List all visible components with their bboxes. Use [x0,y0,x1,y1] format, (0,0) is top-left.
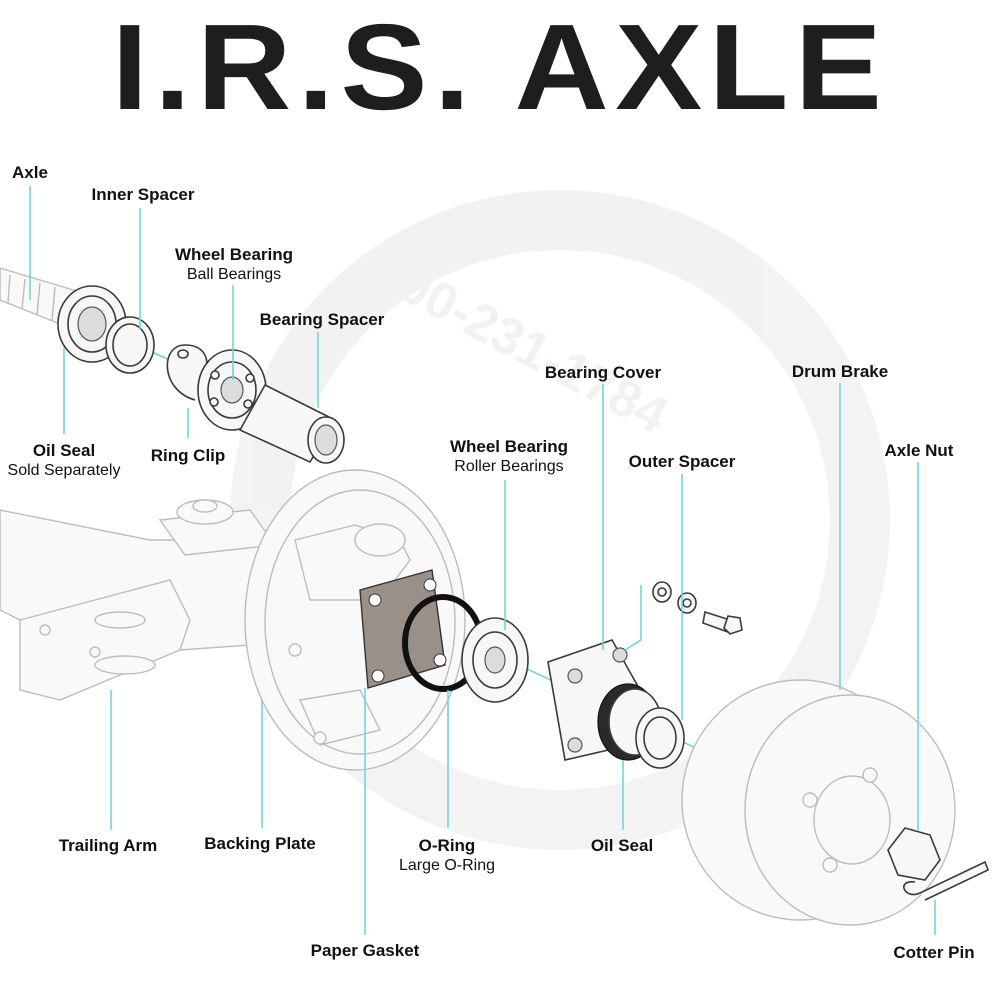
label-oil-seal-inner-name: Oil Seal [32,441,96,460]
label-outer-spacer: Outer Spacer [629,452,736,472]
leader-lines [29,186,936,935]
label-oil-seal-inner: Oil Seal Sold Separately [8,441,121,481]
label-bearing-spacer-name: Bearing Spacer [259,310,385,329]
paper-gasket-part [359,569,447,689]
label-paper-gasket-name: Paper Gasket [310,941,420,960]
label-drum-brake-name: Drum Brake [791,362,889,381]
label-wheel-bearing-ball: Wheel Bearing Ball Bearings [175,245,293,285]
label-bearing-cover: Bearing Cover [545,363,661,383]
bearing-spacer-part [238,383,345,464]
label-backing-plate-name: Backing Plate [204,834,316,853]
drum-brake-part [681,679,956,926]
label-oil-seal-outer: Oil Seal [591,836,653,856]
oil-seal-inner-part [57,285,127,363]
axle-nut-part [887,827,941,881]
label-drum-brake: Drum Brake [792,362,888,382]
label-axle: Axle [12,163,48,183]
label-o-ring: O-Ring Large O-Ring [399,836,495,876]
label-ring-clip-name: Ring Clip [150,446,226,465]
label-inner-spacer-name: Inner Spacer [91,185,195,204]
label-oil-seal-outer-name: Oil Seal [590,836,654,855]
cotter-pin-part [903,860,990,901]
label-axle-nut-name: Axle Nut [884,441,954,460]
label-wheel-bearing-ball-name: Wheel Bearing [174,245,294,264]
label-inner-spacer: Inner Spacer [92,185,195,205]
label-trailing-arm: Trailing Arm [59,836,158,856]
label-cotter-pin-name: Cotter Pin [893,943,975,962]
label-oil-seal-inner-sub: Sold Separately [7,462,121,479]
label-wheel-bearing-roller-name: Wheel Bearing [449,437,569,456]
label-bearing-cover-name: Bearing Cover [544,363,662,382]
diagram-title: I.R.S. AXLE [111,0,889,135]
trailing-arm-part [0,499,331,701]
wheel-bearing-roller-part [461,617,529,703]
label-outer-spacer-name: Outer Spacer [628,452,736,471]
label-wheel-bearing-roller: Wheel Bearing Roller Bearings [450,437,568,477]
label-o-ring-name: O-Ring [418,836,476,855]
label-bearing-spacer: Bearing Spacer [260,310,385,330]
outer-spacer-part [635,707,685,769]
label-wheel-bearing-roller-sub: Roller Bearings [454,458,564,475]
watermark-phone: 800-231-1784 [364,242,677,445]
wheel-bearing-ball-part [197,349,267,431]
ring-clip-part [166,344,208,401]
label-backing-plate: Backing Plate [204,834,316,854]
label-paper-gasket: Paper Gasket [311,941,420,961]
label-axle-nut: Axle Nut [885,441,954,461]
backing-plate-part [244,469,466,771]
label-cotter-pin: Cotter Pin [893,943,974,963]
label-axle-name: Axle [12,163,48,182]
inner-spacer-part [105,316,155,374]
label-trailing-arm-name: Trailing Arm [58,836,158,855]
label-ring-clip: Ring Clip [151,446,226,466]
bolt-and-washers-part [652,581,743,635]
label-o-ring-sub: Large O-Ring [398,857,496,874]
label-wheel-bearing-ball-sub: Ball Bearings [186,266,282,283]
